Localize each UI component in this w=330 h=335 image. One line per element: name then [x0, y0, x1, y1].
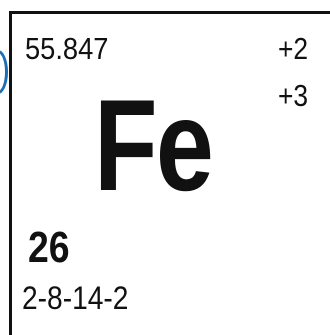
- atomic-mass: 55.847: [25, 31, 109, 66]
- oxidation-state-2: +3: [278, 78, 309, 113]
- adjacent-tile-fragment: [0, 50, 8, 94]
- periodic-element-tile: [9, 11, 330, 335]
- element-symbol: Fe: [94, 72, 214, 218]
- electron-configuration: 2-8-14-2: [22, 280, 129, 316]
- oxidation-state-1: +2: [278, 31, 309, 66]
- atomic-number: 26: [28, 223, 70, 272]
